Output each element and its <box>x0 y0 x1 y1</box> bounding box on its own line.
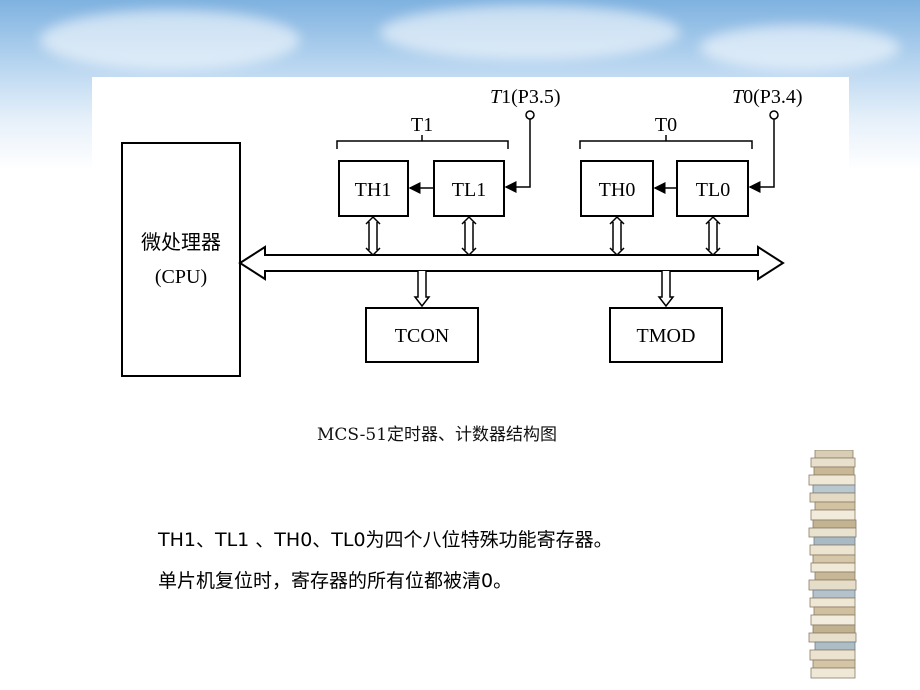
cpu-box <box>121 142 241 377</box>
t1-pin-line <box>504 119 531 193</box>
tl1-box <box>433 160 505 217</box>
t1-group-brace <box>336 135 509 149</box>
paragraph-line-2: 单片机复位时，寄存器的所有位都被清0。 <box>158 570 513 592</box>
tcon-label: TCON <box>395 325 449 347</box>
bus-to-tcon-arrow <box>413 271 431 308</box>
t0-pin-line <box>748 119 775 193</box>
tmod-box <box>609 307 723 363</box>
th1-box <box>338 160 409 217</box>
tcon-box <box>365 307 479 363</box>
book-stack-icon <box>808 450 857 679</box>
cpu-sub-label: (CPU) <box>155 266 207 288</box>
t0-group-brace <box>579 135 753 149</box>
tmod-label: TMOD <box>637 325 696 347</box>
paragraph-line-1: TH1、TL1 、TH0、TL0为四个八位特殊功能寄存器。 <box>158 529 613 551</box>
background-cloud <box>700 25 900 70</box>
data-bus-arrow <box>238 245 785 281</box>
tl0-bus-arrow <box>705 215 721 257</box>
t0-pin-label: T0(P3.4) <box>732 86 803 108</box>
th1-bus-arrow <box>365 215 381 257</box>
tl0-box <box>676 160 749 217</box>
tl1-bus-arrow <box>461 215 477 257</box>
t1-pin-label: T1(P3.5) <box>490 86 561 108</box>
cpu-label: 微处理器 <box>141 230 221 254</box>
t1-pin-terminal <box>525 110 535 120</box>
th0-bus-arrow <box>609 215 625 257</box>
timer-structure-diagram: 微处理器 (CPU) TH1 TL1 TH0 TL0 T1(P3.5) T0(P… <box>121 86 803 377</box>
background-cloud <box>380 5 680 60</box>
tl0-label: TL0 <box>696 179 730 201</box>
background-cloud <box>40 10 300 70</box>
bus-to-tmod-arrow <box>657 271 675 308</box>
diagram-panel: 微处理器 (CPU) TH1 TL1 TH0 TL0 T1(P3.5) T0(P… <box>92 77 849 407</box>
tl1-label: TL1 <box>452 179 486 201</box>
t1-group-label: T1 <box>411 114 433 136</box>
t0-pin-terminal <box>769 110 779 120</box>
th0-label: TH0 <box>599 179 636 201</box>
book-stack-decoration <box>808 450 857 679</box>
th1-label: TH1 <box>355 179 392 201</box>
t0-group-label: T0 <box>655 114 677 136</box>
figure-caption: MCS-51定时器、计数器结构图 <box>316 425 558 445</box>
